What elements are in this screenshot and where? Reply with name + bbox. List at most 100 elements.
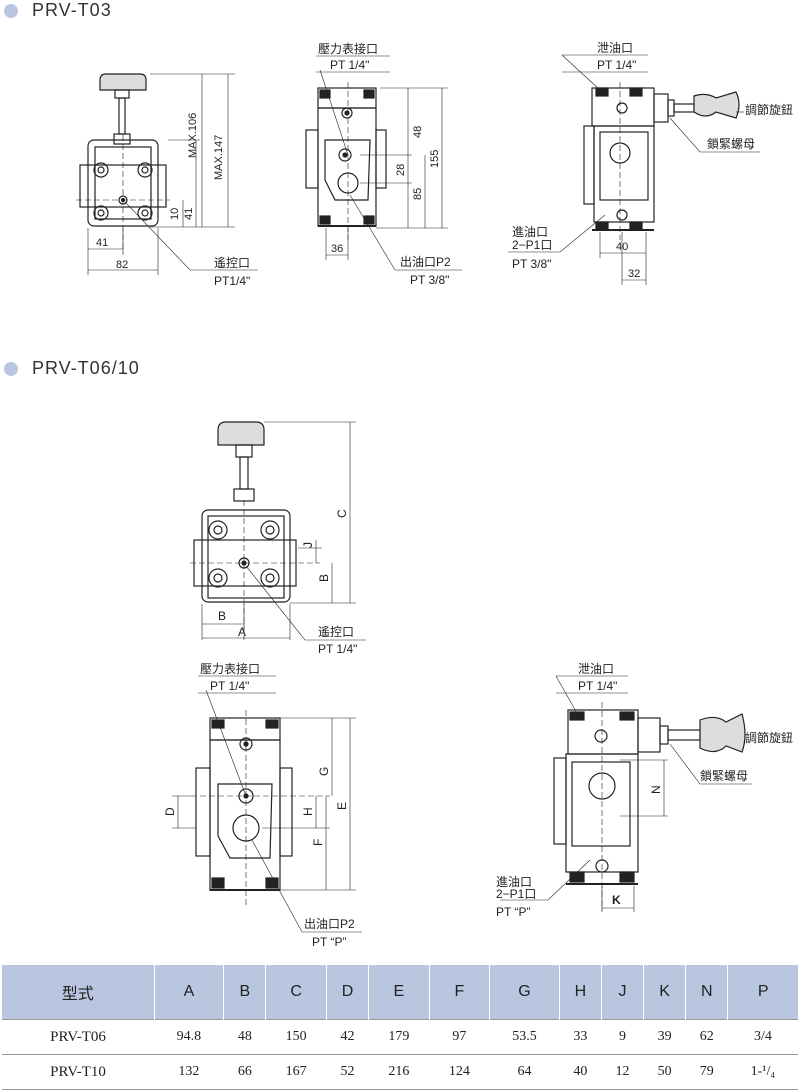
t0610-top-view <box>500 675 752 912</box>
t03-dim-155: 155 <box>429 150 441 168</box>
t0610-dim-H: H <box>301 807 315 816</box>
t0610-outlet-label: 出油口P2 <box>304 917 355 931</box>
table-header-cell: P <box>727 965 798 1020</box>
t03-drain-thread-label: PT 1/4" <box>597 58 636 72</box>
table-cell: PRV-T10 <box>2 1054 155 1090</box>
table-header-cell: F <box>428 965 490 1020</box>
t03-dim-36: 36 <box>331 243 343 255</box>
t03-dim-32: 32 <box>628 268 640 280</box>
t03-lock-nut-label: 鎖緊螺母 <box>707 136 755 151</box>
table-header-cell: C <box>265 965 327 1020</box>
t03-dim-40: 40 <box>616 241 628 253</box>
t03-front-view <box>76 73 258 275</box>
t03-top-view <box>508 54 760 285</box>
t03-inlet-thread-label: PT 3/8" <box>512 257 551 271</box>
table-cell: 150 <box>265 1019 327 1055</box>
table-cell: 94.8 <box>154 1019 224 1055</box>
table-cell: 132 <box>154 1054 224 1090</box>
t0610-remote-thread-label: PT 1/4" <box>318 642 357 656</box>
t03-dim-max106: MAX.106 <box>187 113 199 158</box>
t0610-dim-N: N <box>649 785 663 794</box>
t03-gauge-thread-label: PT 1/4" <box>330 58 369 72</box>
table-cell: 40 <box>559 1054 602 1090</box>
table-cell: 33 <box>559 1019 602 1055</box>
t0610-dim-A: A <box>238 625 246 639</box>
t0610-dim-J: J <box>301 542 315 548</box>
table-cell: 50 <box>643 1054 686 1090</box>
section-title-text: PRV-T06/10 <box>32 358 140 378</box>
t0610-inlet-sub-label: 2−P1口 <box>496 887 536 901</box>
dimension-table: 型式 A B C D E F G H J K N P PRV-T06 94.8 … <box>2 965 798 1090</box>
t03-dim-82: 82 <box>116 259 128 271</box>
drawings-canvas: MAX.106 MAX.147 10 41 41 82 遙控口 PT1/4" <box>76 41 793 949</box>
table-cell: 9 <box>601 1019 644 1055</box>
section-title-text: PRV-T03 <box>32 0 112 20</box>
table-cell: 48 <box>223 1019 266 1055</box>
t03-dim-28: 28 <box>395 164 407 176</box>
t0610-gauge-port-label: 壓力表接口 <box>200 661 260 676</box>
t0610-lock-nut-label: 鎖緊螺母 <box>700 768 748 783</box>
table-row: PRV-T06 94.8 48 150 42 179 97 53.5 33 9 … <box>2 1019 798 1055</box>
t0610-adjust-knob-label: 調節旋鈕 <box>745 730 793 745</box>
t0610-gauge-thread-label: PT 1/4" <box>210 679 249 693</box>
table-cell: 1-¹/₄ <box>727 1054 798 1090</box>
table-cell: 79 <box>685 1054 728 1090</box>
t03-outlet-thread-label: PT 3/8" <box>410 273 449 287</box>
t0610-dim-K: K <box>612 893 621 907</box>
table-cell: 39 <box>643 1019 686 1055</box>
t0610-dim-F: F <box>311 839 325 846</box>
section-title-t0610: PRV-T06/10 <box>4 358 140 379</box>
table-header-cell: A <box>153 965 224 1020</box>
table-header-row: 型式 A B C D E F G H J K N P <box>2 965 798 1020</box>
t0610-side-view <box>172 675 362 933</box>
t0610-front-view <box>190 421 366 641</box>
bullet-dot-icon <box>4 361 18 376</box>
t03-remote-port-label: 遙控口 <box>214 256 250 270</box>
t0610-drain-thread-label: PT 1/4" <box>578 679 617 693</box>
table-cell: 64 <box>489 1054 560 1090</box>
table-header-cell: D <box>325 965 369 1020</box>
t0610-dim-Bh: B <box>218 609 226 623</box>
table-cell: 62 <box>685 1019 728 1055</box>
table-header-cell: E <box>368 965 430 1020</box>
table-row: PRV-T10 132 66 167 52 216 124 64 40 12 5… <box>2 1054 798 1090</box>
table-header-cell: K <box>643 965 686 1020</box>
t03-gauge-port-label: 壓力表接口 <box>318 41 378 56</box>
t03-drain-label: 泄油口 <box>597 41 633 55</box>
table-header-cell: H <box>558 965 602 1020</box>
table-cell: 97 <box>429 1019 490 1055</box>
section-title-t03: PRV-T03 <box>4 0 112 21</box>
table-header-cell: 型式 <box>2 965 155 1020</box>
t0610-dim-E: E <box>335 802 349 810</box>
t03-inlet-label: 進油口 <box>512 225 548 239</box>
t0610-remote-port-label: 遙控口 <box>318 625 354 639</box>
table-header-cell: N <box>685 965 728 1020</box>
t0610-inlet-label: 進油口 <box>496 875 532 889</box>
t0610-drain-label: 泄油口 <box>578 662 614 676</box>
t03-dim-48: 48 <box>412 126 424 138</box>
t03-dim-41v: 41 <box>183 208 195 220</box>
t03-dim-85: 85 <box>412 188 424 200</box>
t0610-outlet-thread-label: PT “P” <box>312 935 346 949</box>
table-cell: 53.5 <box>489 1019 560 1055</box>
table-cell: 167 <box>265 1054 327 1090</box>
t03-dim-10: 10 <box>169 208 181 220</box>
table-header-cell: B <box>223 965 266 1020</box>
table-cell: 12 <box>601 1054 644 1090</box>
t0610-dim-G: G <box>317 767 331 776</box>
t0610-inlet-thread-label: PT “P” <box>496 905 530 919</box>
t03-dim-max147: MAX.147 <box>213 135 225 180</box>
table-cell: 3/4 <box>727 1019 798 1055</box>
table-cell: 42 <box>326 1019 369 1055</box>
t03-outlet-label: 出油口P2 <box>400 255 451 269</box>
table-cell: 216 <box>368 1054 430 1090</box>
t0610-dim-Bv: B <box>317 574 331 582</box>
table-header-cell: G <box>489 965 560 1020</box>
t03-dim-41h: 41 <box>96 237 108 249</box>
t03-remote-thread-label: PT1/4" <box>214 274 250 288</box>
table-cell: 179 <box>368 1019 430 1055</box>
t0610-dim-C: C <box>335 509 349 518</box>
t03-inlet-sub-label: 2−P1口 <box>512 238 552 252</box>
table-cell: 124 <box>429 1054 490 1090</box>
bullet-dot-icon <box>4 3 18 18</box>
